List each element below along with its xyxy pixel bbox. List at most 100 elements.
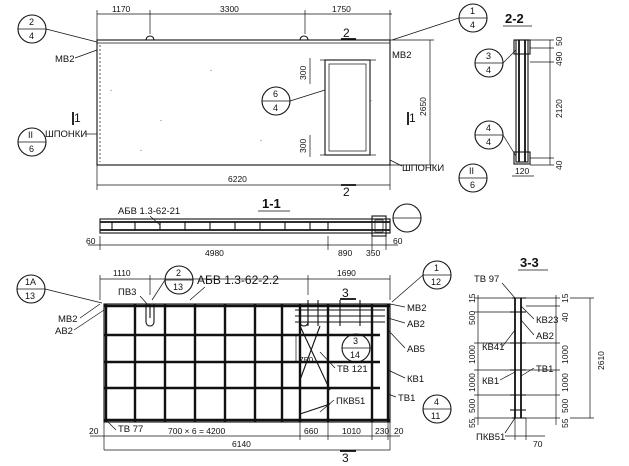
s33-left-dim-500b: 500 <box>467 399 477 413</box>
s33-right-dim-40: 40 <box>560 312 570 322</box>
window-dim-top: 300 <box>298 66 308 80</box>
s22-dim-50: 50 <box>554 36 564 46</box>
s33-dim-total: 2610 <box>596 351 606 370</box>
cage-label-pkv51: ПКВ51 <box>336 396 365 407</box>
panel-dim-2: 3300 <box>220 4 239 14</box>
callout-II-6-right: II 6 <box>458 163 488 193</box>
svg-text:4: 4 <box>29 31 34 41</box>
callout-1A-13: 1А 13 <box>16 274 103 304</box>
window-dim-bottom: 300 <box>298 139 308 153</box>
s33-label-pkv51: ПКВ51 <box>476 432 505 443</box>
s33-right-dim-500: 500 <box>560 399 570 413</box>
panel-dim-3: 1750 <box>332 4 351 14</box>
lifting-loop-left <box>145 35 155 41</box>
callout-3-14: 3 14 <box>341 333 371 363</box>
window-opening <box>324 59 371 156</box>
cage-dim-750: 750 <box>299 355 313 365</box>
svg-text:11: 11 <box>431 411 440 421</box>
cage-label-mv2-right: МВ2 <box>407 303 427 314</box>
s33-left-dim-500: 500 <box>467 311 477 325</box>
s33-label-kv23: КВ23 <box>536 315 558 326</box>
s33-left-dim-1000b: 1000 <box>467 373 477 392</box>
svg-text:6: 6 <box>470 180 475 190</box>
s33-right-dim-1000b: 1000 <box>560 373 570 392</box>
s22-dim-490: 490 <box>554 52 564 66</box>
section-3-3: 3-3 15 500 1000 1000 500 55 <box>467 255 606 449</box>
cut-mark-left: 1 <box>74 111 81 125</box>
cage-label-av2-left: АВ2 <box>55 326 73 337</box>
section-1-1-body <box>99 218 391 234</box>
section-1-1: 1-1 АБВ 1.3-62-21 60 4980 890 350 <box>86 196 422 258</box>
svg-text:1А: 1А <box>25 277 36 287</box>
callout-4-11: 4 11 <box>422 394 452 424</box>
s11-dim-60-left: 60 <box>86 236 96 246</box>
cage-label-tv77: ТВ 77 <box>118 424 143 435</box>
cage-dim-20-left: 20 <box>89 426 99 436</box>
cage-dim-660: 660 <box>304 426 318 436</box>
panel-elevation: 1170 3300 1750 300 300 <box>17 3 488 199</box>
section-2-2: 2-2 50 490 2120 40 120 3 4 4 <box>474 11 564 177</box>
svg-text:2: 2 <box>176 268 181 278</box>
s33-left-dim-15: 15 <box>467 293 477 303</box>
s11-dim-4980: 4980 <box>205 248 224 258</box>
s22-dim-40: 40 <box>554 160 564 170</box>
svg-text:4: 4 <box>470 20 475 30</box>
s33-label-kv1: КВ1 <box>482 376 499 387</box>
cage-cut-bottom: 3 <box>342 451 349 465</box>
section-1-1-title: 1-1 <box>262 196 281 211</box>
callout-5-4 <box>392 203 422 233</box>
cage-dim-230: 230 <box>375 426 389 436</box>
s33-label-av2: АВ2 <box>536 331 554 342</box>
cage-dim-20-right: 20 <box>394 426 404 436</box>
svg-text:13: 13 <box>25 291 35 301</box>
svg-text:13: 13 <box>173 282 183 292</box>
svg-text:14: 14 <box>350 350 360 360</box>
cage-vertical-bars <box>104 304 390 422</box>
panel-dim-total: 6220 <box>228 174 247 184</box>
s33-right-dim-1000a: 1000 <box>560 345 570 364</box>
svg-text:6: 6 <box>273 89 278 99</box>
svg-text:6: 6 <box>29 144 34 154</box>
svg-text:12: 12 <box>431 277 441 287</box>
svg-text:3: 3 <box>353 336 358 346</box>
s33-label-tv1: ТВ1 <box>536 364 553 375</box>
cage-dim-1110: 1110 <box>113 268 131 278</box>
panel-outline <box>96 39 391 166</box>
s33-dim-70: 70 <box>533 439 543 449</box>
panel-dim-1: 1170 <box>112 4 131 14</box>
reinforcement-cage: 1110 1690 АБВ 1.3-62-2.2 <box>16 260 452 465</box>
svg-text:4: 4 <box>486 123 491 133</box>
svg-text:II: II <box>469 166 474 176</box>
cage-label-mv2: МВ2 <box>58 314 78 325</box>
panel-mark-mv2-left: МВ2 <box>55 54 75 65</box>
s33-label-kv41: КВ41 <box>482 342 504 353</box>
s33-right-dim-55: 55 <box>560 418 570 428</box>
cage-label-pv3: ПВ3 <box>118 287 136 298</box>
cage-cut-top: 3 <box>342 286 349 300</box>
s33-label-tv97: ТВ 97 <box>474 274 499 285</box>
s22-dim-2120: 2120 <box>554 99 564 118</box>
cage-dim-total: 6140 <box>232 439 251 449</box>
section-2-2-title: 2-2 <box>505 11 524 26</box>
cut-mark-right: 1 <box>409 111 416 125</box>
panel-dim-height: 2650 <box>418 97 428 116</box>
svg-text:4: 4 <box>434 397 439 407</box>
svg-text:1: 1 <box>434 263 439 273</box>
cage-horizontal-bars <box>104 304 390 422</box>
callout-1-12: 1 12 <box>391 260 452 303</box>
callout-3-4: 3 4 <box>474 48 517 78</box>
callout-II-6-left: II 6 <box>17 127 47 157</box>
cage-dim-1690: 1690 <box>337 268 356 278</box>
lifting-loop-right <box>299 35 309 41</box>
svg-text:2: 2 <box>29 17 34 27</box>
section-3-3-title: 3-3 <box>520 255 539 270</box>
panel-key-right: ШПОНКИ <box>402 163 444 174</box>
svg-text:3: 3 <box>486 51 491 61</box>
s11-dim-350: 350 <box>366 248 380 258</box>
svg-text:4: 4 <box>486 65 491 75</box>
cage-label-av2-right: АВ2 <box>407 319 425 330</box>
cut-mark-top: 2 <box>343 26 350 40</box>
cage-dim-1010: 1010 <box>342 426 361 436</box>
callout-6-4: 6 4 <box>261 86 326 116</box>
